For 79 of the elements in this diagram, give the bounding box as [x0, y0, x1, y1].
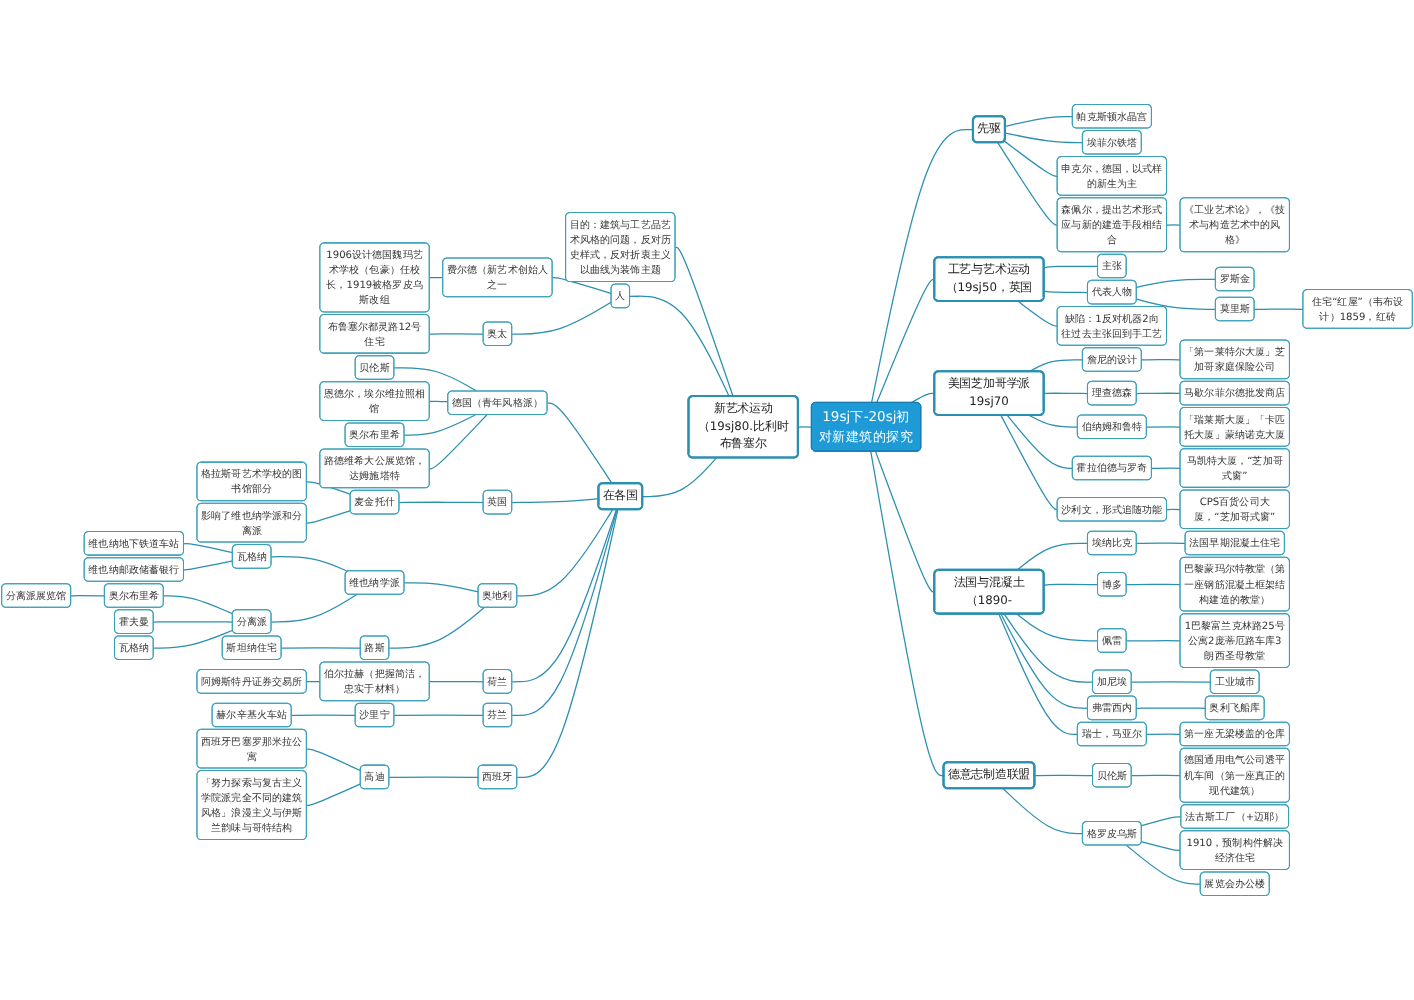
connector [997, 142, 1059, 226]
connector [1043, 392, 1089, 395]
connector [998, 613, 1079, 736]
connector [270, 556, 349, 573]
connector [1131, 681, 1212, 683]
connector [1146, 426, 1182, 428]
connector [1136, 542, 1187, 544]
connector [291, 714, 357, 717]
connector [1034, 774, 1094, 777]
connector [280, 647, 362, 649]
connector [1136, 298, 1217, 310]
connector [1017, 300, 1059, 327]
connector [152, 629, 234, 649]
connector [429, 680, 485, 683]
connector [1043, 265, 1099, 269]
connector [1125, 844, 1202, 885]
connector [1016, 613, 1099, 642]
connector [1002, 788, 1084, 835]
connector [152, 621, 234, 623]
connector [1131, 774, 1182, 777]
connector [1000, 414, 1059, 511]
connector [797, 426, 813, 428]
connector [70, 595, 106, 597]
connector [1003, 140, 1059, 177]
connector [270, 594, 358, 623]
connector [398, 501, 485, 504]
connector [1136, 392, 1182, 395]
connector [1141, 816, 1182, 827]
connector [629, 295, 730, 398]
connector [674, 246, 734, 398]
connector [1003, 613, 1094, 683]
connector [1043, 583, 1099, 587]
connector [183, 560, 234, 571]
connector [870, 128, 974, 404]
connector [393, 367, 478, 393]
connector [516, 509, 619, 778]
connector [1004, 115, 1074, 127]
connector [874, 450, 936, 593]
connector [876, 278, 936, 404]
connector [1006, 414, 1074, 470]
connector [183, 543, 234, 554]
connector [1253, 308, 1304, 310]
connector [511, 301, 613, 335]
connector [1000, 613, 1089, 709]
connector [388, 776, 480, 778]
connector [870, 450, 945, 777]
connector [511, 498, 600, 504]
connector [516, 509, 614, 597]
connector [1125, 583, 1182, 586]
connector [163, 595, 234, 615]
connector [1125, 640, 1182, 642]
connector [511, 509, 618, 717]
connector [403, 582, 480, 593]
connector [546, 402, 613, 485]
connector [910, 392, 936, 404]
connector [403, 414, 476, 436]
connector [388, 607, 485, 649]
connector [429, 400, 449, 403]
connector [1136, 278, 1217, 288]
connector [1141, 841, 1182, 852]
connector [1166, 224, 1182, 226]
connector [1004, 132, 1084, 144]
connector [1028, 414, 1079, 428]
connector [393, 714, 485, 717]
connector [1141, 358, 1182, 361]
connector [642, 457, 718, 498]
connector [511, 509, 618, 683]
connector [306, 783, 362, 807]
connector [306, 748, 362, 772]
connector [1016, 542, 1089, 571]
connector [429, 414, 488, 470]
connector [429, 333, 485, 335]
connector [1028, 359, 1084, 373]
connector [551, 277, 613, 295]
connector [306, 510, 352, 524]
connector [1136, 707, 1207, 709]
connector [1146, 733, 1182, 736]
connector [1043, 290, 1089, 294]
connector [1151, 467, 1182, 470]
